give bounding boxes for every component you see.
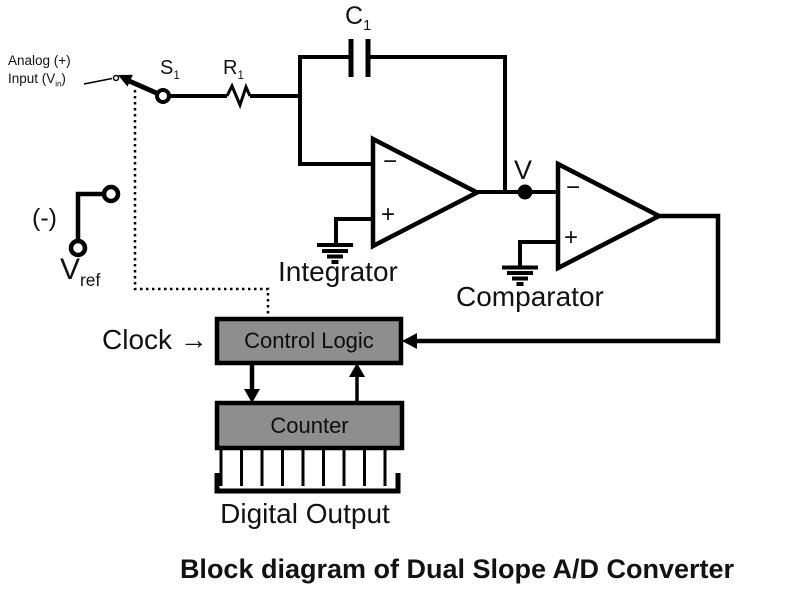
comparator-plus-sign: +: [564, 224, 579, 251]
integrator-plus-sign: +: [381, 201, 396, 228]
vref-terminal: [68, 184, 121, 258]
clock-label: Clock →: [102, 324, 208, 355]
integrator-label: Integrator: [278, 256, 398, 287]
capacitor-c1-symbol: [298, 39, 507, 194]
vref-sign-label: (-): [32, 204, 57, 232]
digital-output-label: Digital Output: [220, 498, 390, 529]
analog-input-label: Analog (+) Input (Vin): [8, 53, 71, 89]
control-logic-box: [214, 316, 404, 366]
counter-box: [214, 400, 405, 451]
capacitor-c1-label: C1: [345, 2, 372, 34]
v-node-dot: [517, 184, 533, 200]
input-leader-line: [83, 77, 113, 85]
switch-lever: [118, 74, 163, 98]
switch-contact: [112, 74, 120, 82]
control-to-counter-arrow: [244, 363, 260, 403]
switch-pivot: [155, 88, 171, 104]
control-logic-label: Control Logic: [244, 328, 374, 353]
comparator-ground-icon: [502, 265, 538, 286]
resistor-r1-label: R1: [223, 57, 244, 82]
digital-output-bracket: [214, 473, 401, 494]
integrator-minus-sign: −: [383, 148, 398, 175]
vref-label: Vref: [60, 253, 101, 290]
v-node-label: V: [514, 155, 533, 185]
feedback-wire: [402, 213, 721, 349]
counter-label: Counter: [270, 412, 349, 438]
counter-to-control-arrow: [349, 363, 365, 403]
digital-output-pins: [219, 449, 387, 486]
integrator-opamp-triangle: [370, 135, 482, 250]
integrator-ground-icon: [317, 243, 353, 264]
comparator-opamp-triangle: [555, 160, 664, 272]
comparator-minus-sign: −: [566, 174, 581, 201]
resistor-r1-symbol: [225, 82, 252, 110]
switch-s1-label: S1: [160, 57, 180, 82]
comparator-label: Comparator: [456, 281, 604, 312]
diagram-caption: Block diagram of Dual Slope A/D Converte…: [179, 554, 735, 584]
switch-control-dotted-line: [133, 90, 270, 317]
